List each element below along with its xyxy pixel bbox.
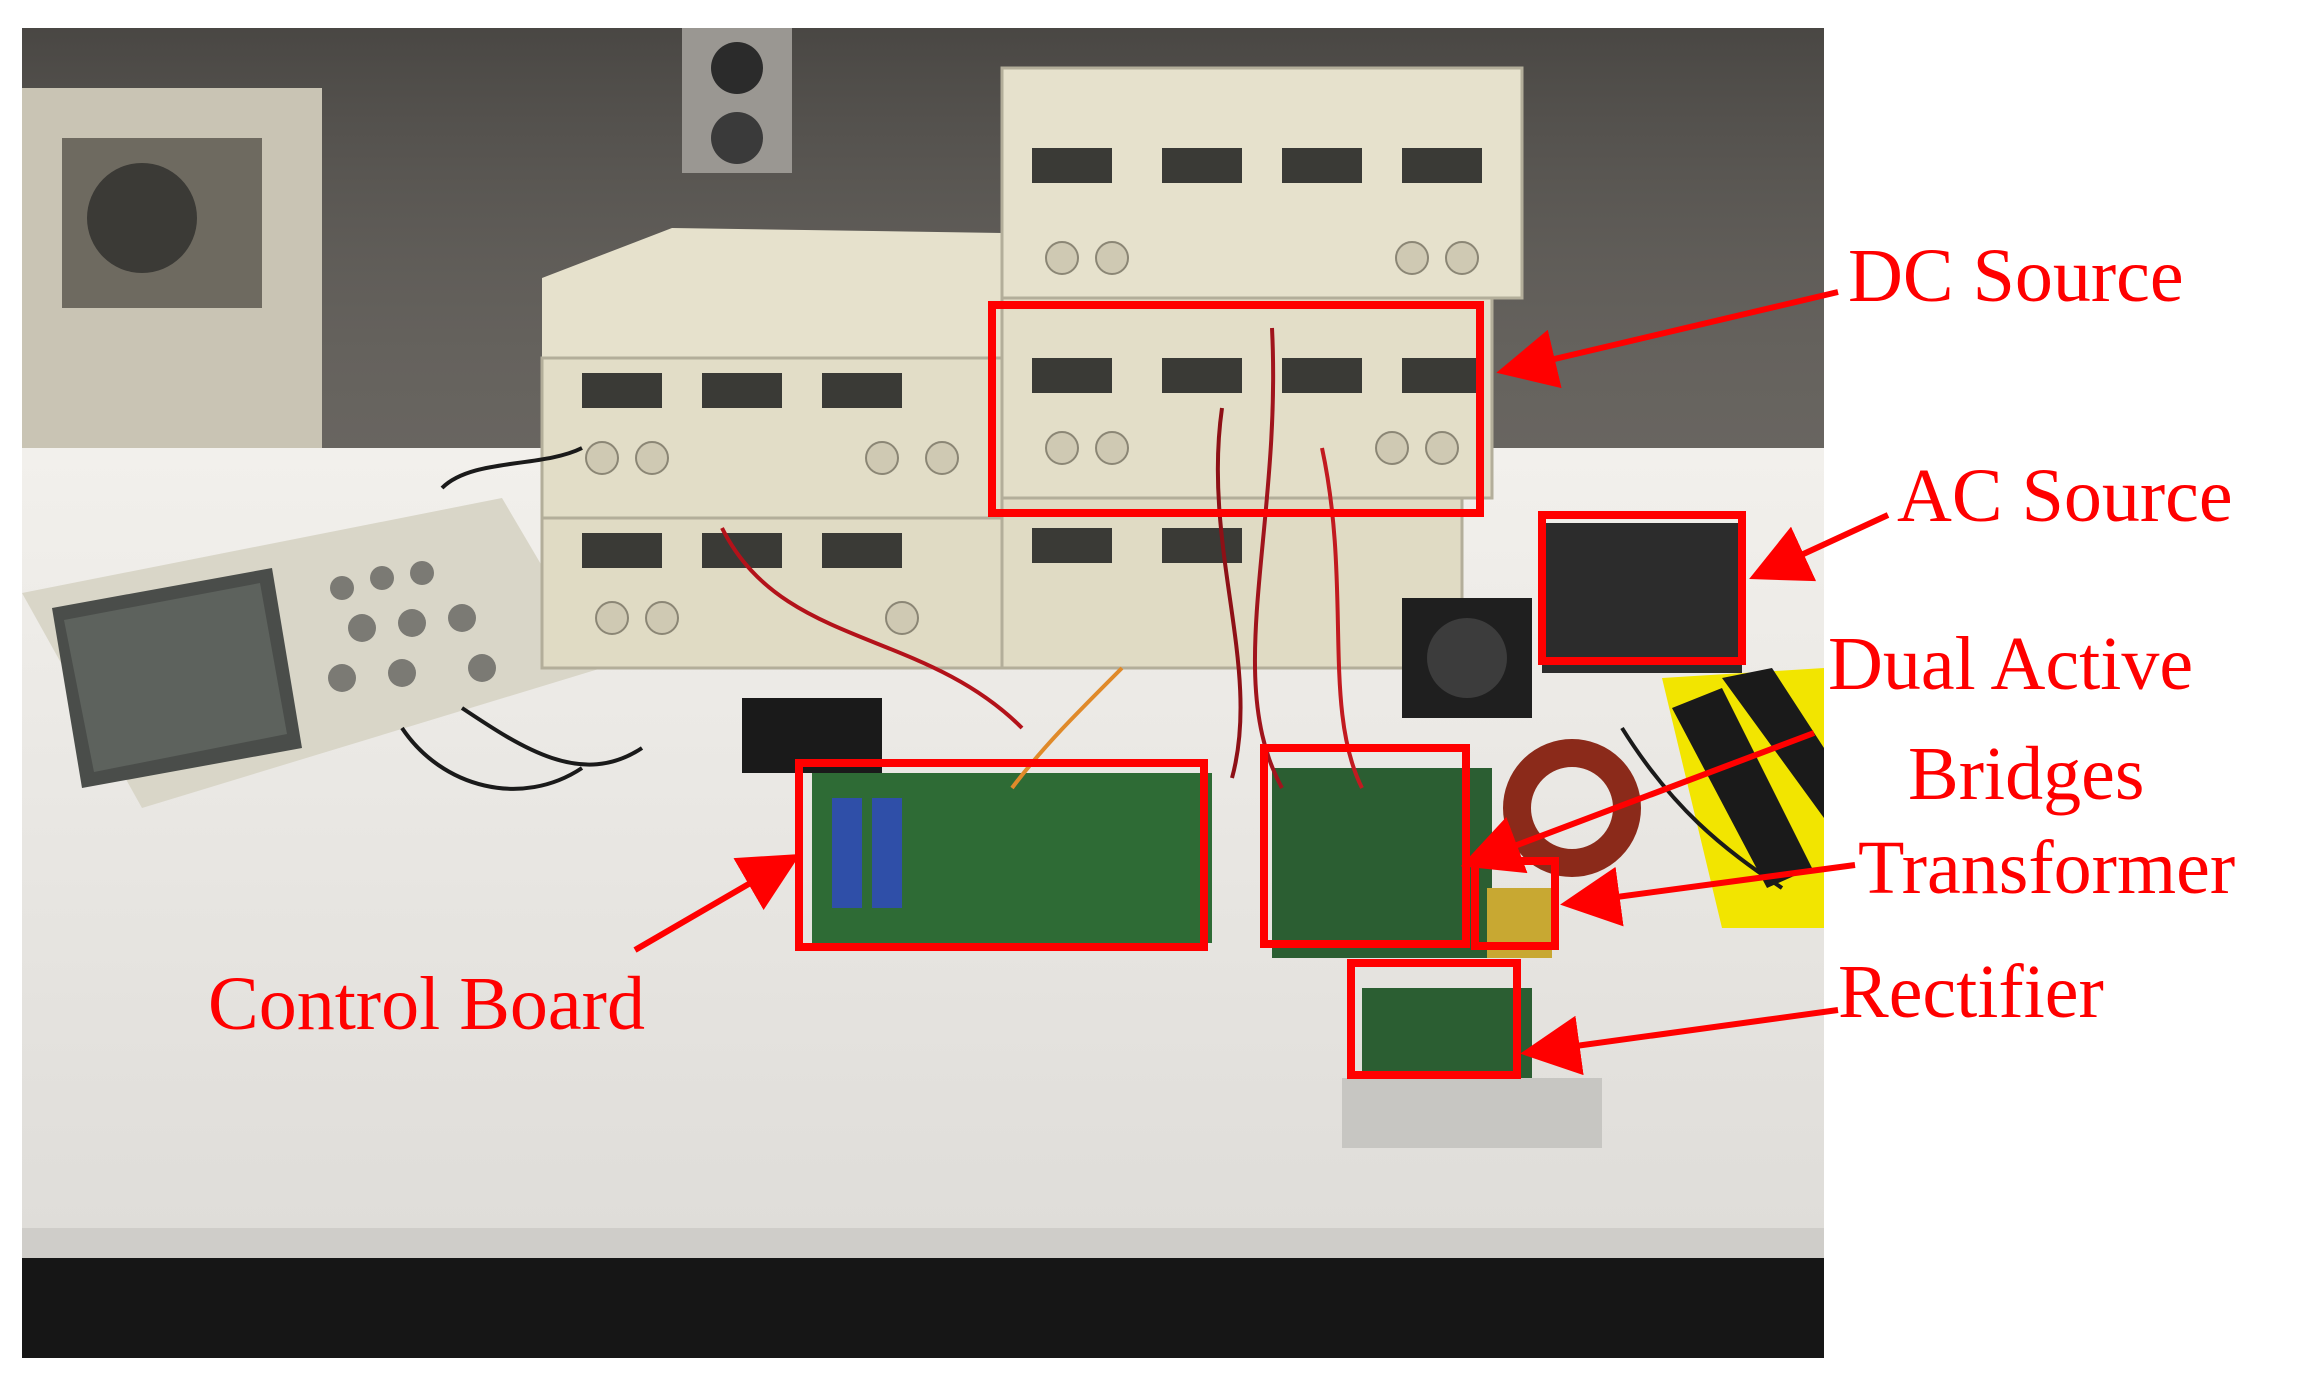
heatsink [1342, 1078, 1602, 1148]
oscilloscope [22, 498, 602, 808]
dc-source-label: DC Source [1848, 234, 2184, 318]
control-board-label: Control Board [208, 962, 645, 1046]
power-supply-stack-left [540, 228, 1004, 670]
rectifier-label: Rectifier [1838, 950, 2104, 1034]
rectifier-pcb [1362, 988, 1532, 1088]
dab-label-line1: Dual Active [1828, 622, 2194, 706]
power-supply-stack-right [1000, 66, 1524, 670]
transformer-label: Transformer [1858, 826, 2236, 910]
lab-photo [22, 28, 1824, 1358]
dab-pcb [1272, 768, 1492, 958]
ac-source-label: AC Source [1897, 454, 2233, 538]
dab-label-line2: Bridges [1908, 732, 2145, 816]
transformer-core [1487, 888, 1552, 958]
floor-shadow [22, 1258, 1824, 1358]
power-adapter [742, 698, 882, 773]
bench-edge [22, 1228, 1824, 1258]
ac-source-box [1542, 523, 1742, 673]
